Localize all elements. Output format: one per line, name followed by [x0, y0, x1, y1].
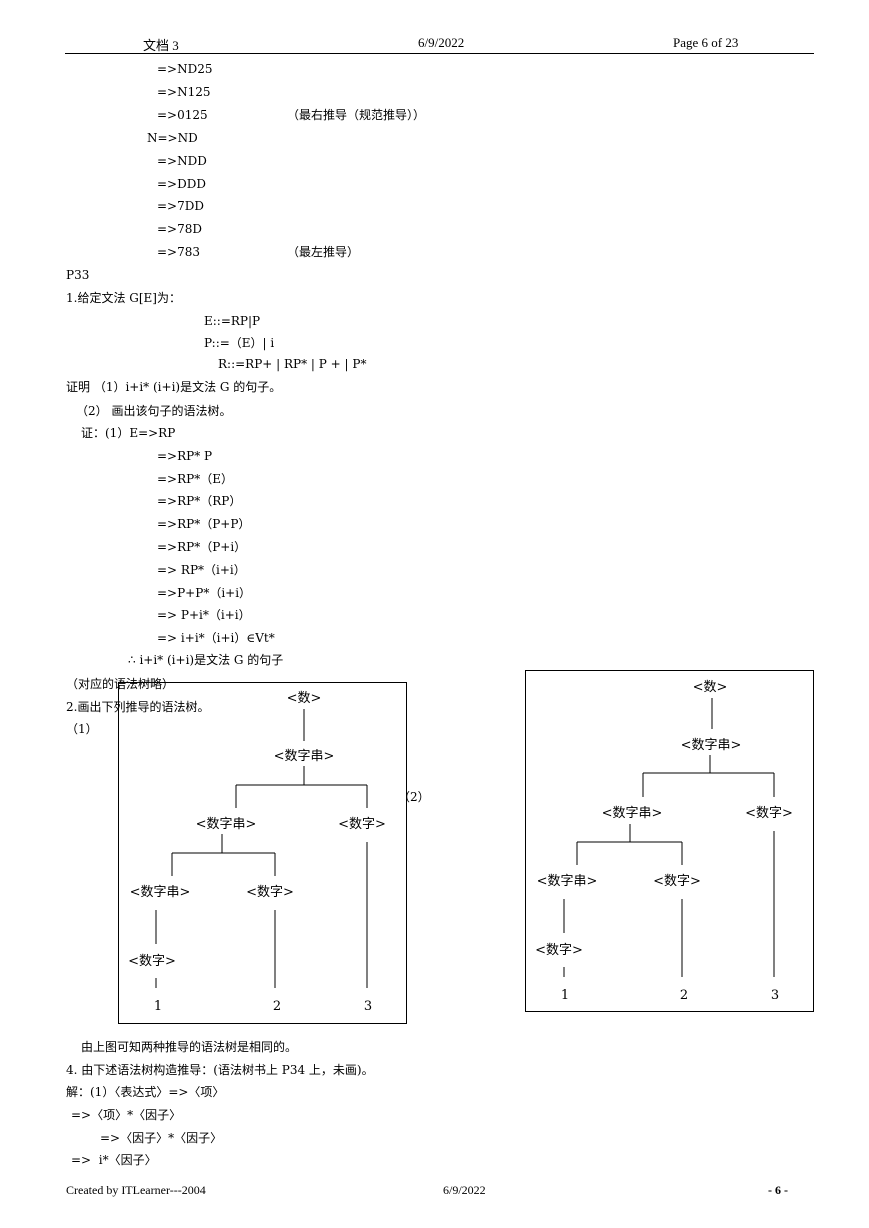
tree1-node-digit: <数字> — [128, 954, 176, 969]
footer-date: 6/9/2022 — [443, 1183, 486, 1197]
tree2-node-digits: <数字串> — [537, 874, 598, 889]
tree1-node-digit: <数字> — [338, 817, 386, 832]
header-date: 6/9/2022 — [418, 35, 465, 50]
text-line: =>783 — [157, 245, 201, 259]
text-line: N=>ND — [147, 131, 198, 145]
text-line: =>〈项〉*〈因子〉 — [71, 1108, 182, 1122]
text-line: 证：(1）E=>RP — [81, 426, 176, 440]
tree2-node-digit: <数字> — [653, 874, 701, 889]
text-line: =>P+P*（i+i） — [157, 586, 252, 600]
text-line: R::=RP+ | RP* | P + | P* — [218, 357, 367, 371]
tree1-leaf: 3 — [364, 999, 372, 1014]
text-line: 2.画出下列推导的语法树。 — [66, 700, 210, 714]
text-line: （对应的语法树略） — [66, 677, 175, 691]
text-line: ∴ i+i* (i+i)是文法 G 的句子 — [128, 653, 284, 667]
footer-created: Created by ITLearner---2004 — [66, 1183, 206, 1197]
text-line: =>RP* P — [157, 449, 213, 463]
tree1-node-root: <数> — [287, 691, 322, 706]
text-line: =>NDD — [157, 154, 207, 168]
tree1-node-digit: <数字> — [246, 885, 294, 900]
text-line: =>RP*（P+i） — [157, 540, 247, 554]
text-line: （最左推导） — [287, 245, 360, 259]
text-line: 4. 由下述语法树构造推导：(语法树书上 P34 上，未画)。 — [66, 1063, 374, 1077]
tree1-node-digits: <数字串> — [274, 749, 335, 764]
text-line: => i+i*（i+i）∈Vt* — [157, 631, 275, 645]
text-line: 由上图可知两种推导的语法树是相同的。 — [81, 1040, 298, 1054]
tree1-leaf: 1 — [154, 999, 162, 1014]
text-line: （2） 画出该句子的语法树。 — [76, 404, 232, 418]
text-line: =>ND25 — [157, 62, 213, 76]
header-rule — [65, 53, 814, 54]
text-line: =>RP*（P+P） — [157, 517, 251, 531]
text-line: => i*〈因子〉 — [71, 1153, 157, 1167]
tree2-leaf: 1 — [561, 988, 569, 1003]
text-line: （1） — [66, 722, 98, 736]
text-line: =>DDD — [157, 177, 206, 191]
text-line: 证明 （1）i+i* (i+i)是文法 G 的句子。 — [66, 380, 282, 394]
text-line: =>RP*（E） — [157, 472, 233, 486]
text-line: （2） — [398, 790, 430, 804]
tree2-node-digit: <数字> — [745, 806, 793, 821]
tree1-node-digits: <数字串> — [130, 885, 191, 900]
text-line: （最右推导（规范推导）） — [287, 108, 426, 122]
text-line: => RP*（i+i） — [157, 563, 246, 577]
tree2-leaf: 2 — [680, 988, 688, 1003]
tree2-leaf: 3 — [771, 988, 779, 1003]
text-line: => P+i*（i+i） — [157, 608, 251, 622]
text-line: P::=（E）| i — [204, 336, 275, 350]
tree2-node-digits: <数字串> — [681, 738, 742, 753]
text-line: =>RP*（RP） — [157, 494, 242, 508]
text-line: =>78D — [157, 222, 202, 236]
header-page: Page 6 of 23 — [673, 35, 739, 50]
syntax-tree-2-frame — [525, 670, 814, 1012]
text-line: =>7DD — [157, 199, 204, 213]
tree2-node-root: <数> — [693, 680, 728, 695]
text-line: P33 — [66, 268, 90, 282]
text-line: E::=RP|P — [204, 314, 261, 328]
text-line: =>N125 — [157, 85, 211, 99]
syntax-tree-1-frame — [118, 682, 407, 1024]
tree1-leaf: 2 — [273, 999, 281, 1014]
text-line: =>0125 — [157, 108, 208, 122]
text-line: 1.给定文法 G[E]为： — [66, 291, 181, 305]
header-doc-title: 文档 3 — [143, 38, 179, 53]
tree1-node-digits: <数字串> — [196, 817, 257, 832]
tree2-node-digits: <数字串> — [602, 806, 663, 821]
tree2-node-digit: <数字> — [535, 943, 583, 958]
footer-page-number: - 6 - — [768, 1183, 788, 1197]
text-line: =>〈因子〉*〈因子〉 — [100, 1131, 223, 1145]
text-line: 解：(1）〈表达式〉=>〈项〉 — [66, 1085, 225, 1099]
